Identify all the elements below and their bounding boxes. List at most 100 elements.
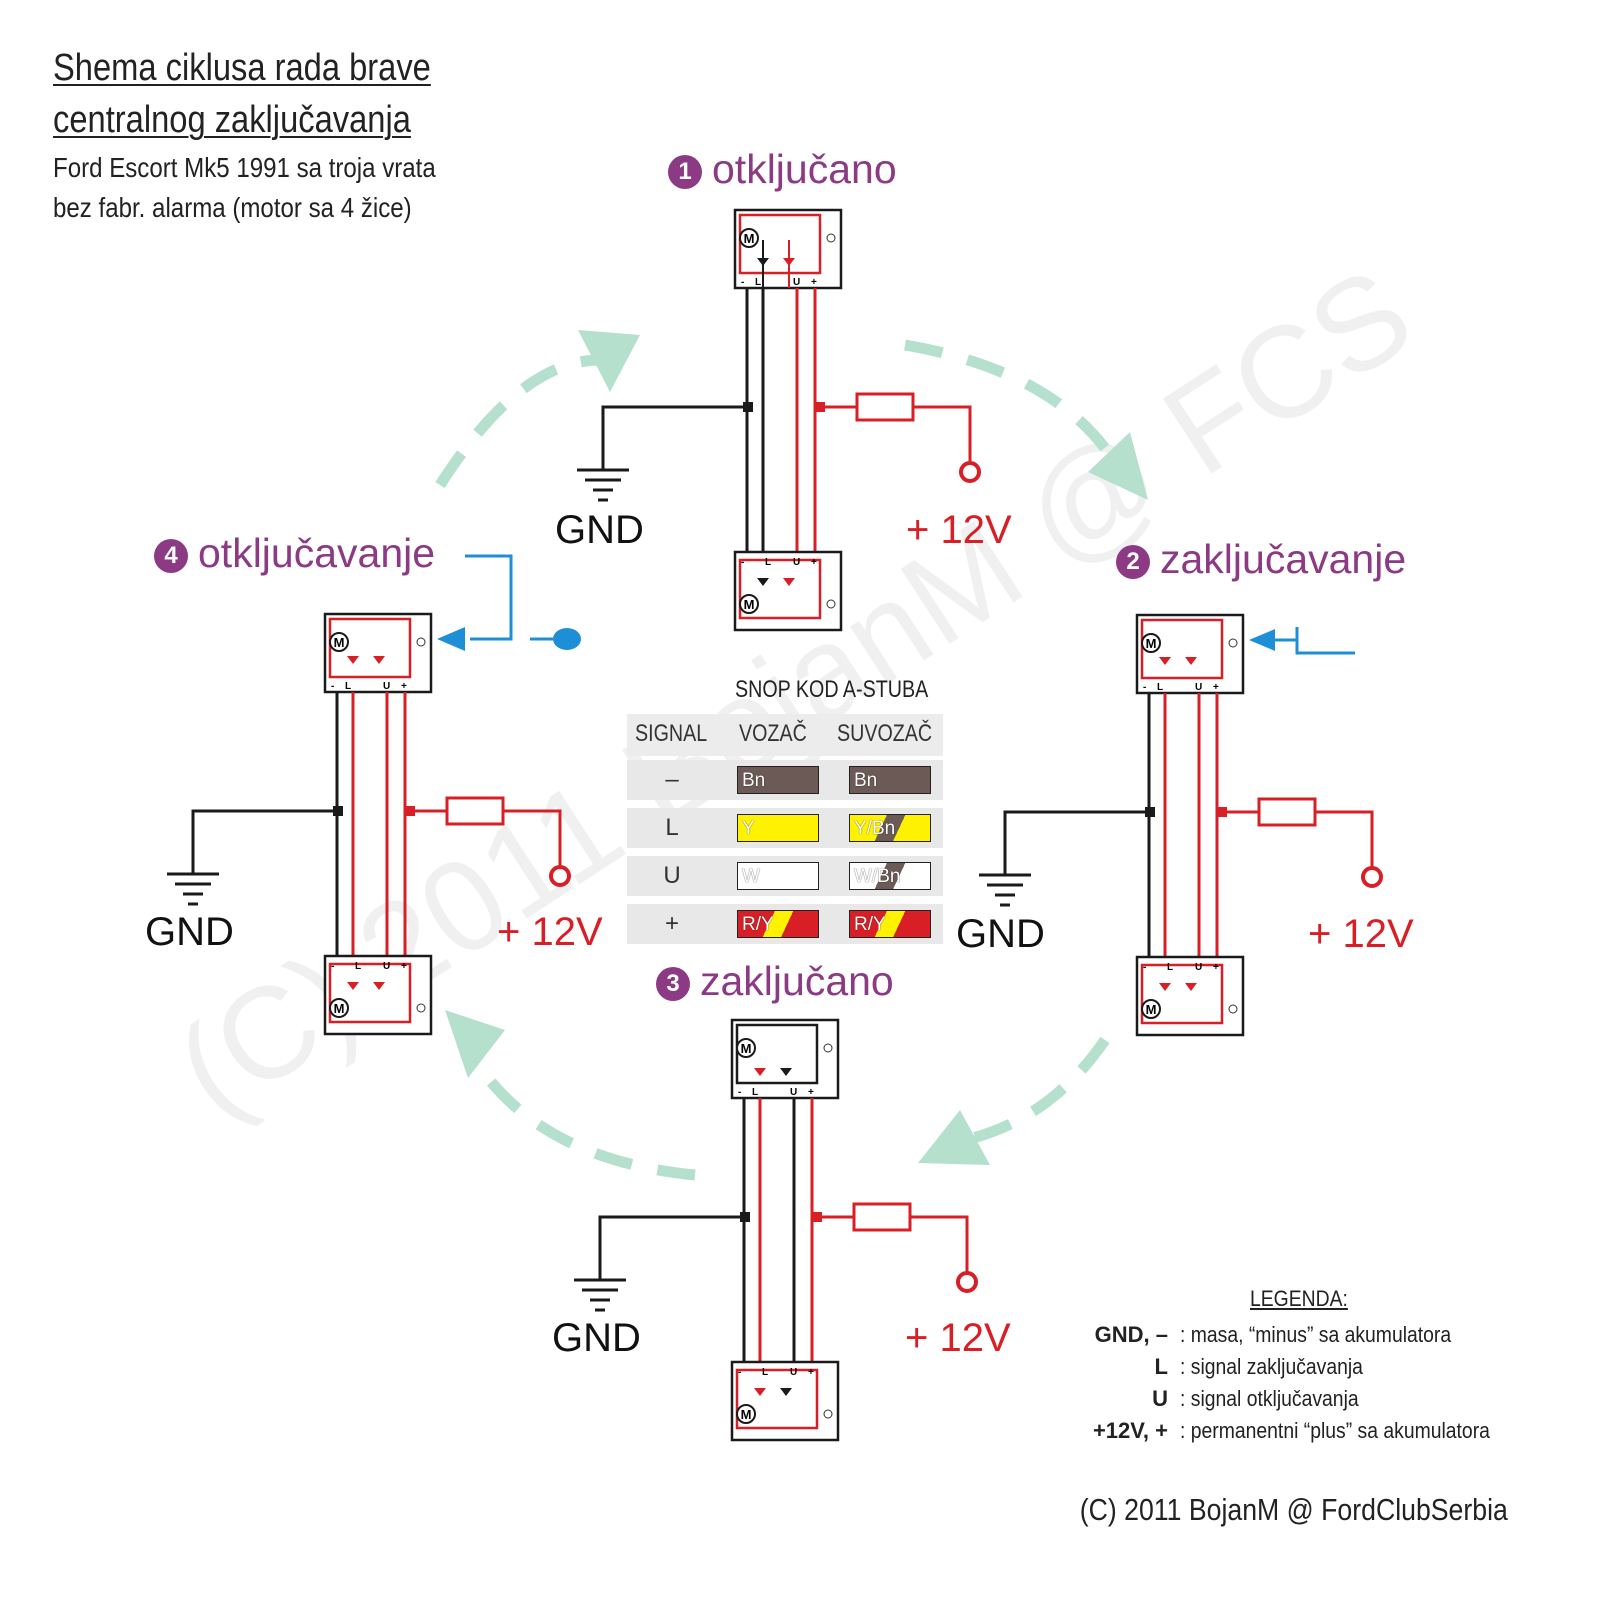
svg-text:M: M: [1146, 1002, 1157, 1017]
legend-item: U : signal otključavanja: [1068, 1386, 1383, 1412]
gnd-label-3: GND: [552, 1316, 641, 1360]
svg-text:L: L: [345, 681, 351, 692]
title-line-2: centralnog zaključavanja: [53, 99, 411, 141]
plus-label-2: + 12V: [1308, 912, 1414, 956]
subtitle-line-1: Ford Escort Mk5 1991 sa troja vrata: [53, 152, 436, 183]
svg-text:L: L: [355, 961, 361, 972]
passenger-wire-color: R/Y: [849, 910, 931, 938]
svg-text:M: M: [741, 1041, 752, 1056]
unit-3: M - L U + M - L U +: [574, 1018, 978, 1442]
stage-4-number: 4: [154, 539, 188, 573]
svg-text:M: M: [334, 635, 345, 650]
harness-header: SIGNAL VOZAČ SUVOZAČ: [627, 714, 943, 756]
stage-1-number: 1: [668, 155, 702, 189]
svg-text:+: +: [1213, 962, 1219, 973]
stage-4-label: 4 otključavanje: [154, 530, 435, 577]
title-line-1: Shema ciklusa rada brave: [53, 47, 431, 89]
stage-3-number: 3: [656, 967, 690, 1001]
svg-text:M: M: [334, 1001, 345, 1016]
svg-text:U: U: [793, 277, 800, 288]
svg-text:U: U: [1195, 682, 1202, 693]
table-row: U W W/Bn: [627, 856, 943, 896]
legend-value: : signal otključavanja: [1180, 1386, 1359, 1411]
driver-wire-color: W: [737, 862, 819, 890]
diagram-subtitle: Ford Escort Mk5 1991 sa troja vrata bez …: [53, 148, 436, 228]
plus-label-1: + 12V: [906, 508, 1012, 552]
svg-text:U: U: [793, 557, 800, 568]
svg-text:+: +: [401, 681, 407, 692]
svg-text:-: -: [738, 1367, 741, 1378]
table-row: + R/Y R/Y: [627, 904, 943, 944]
svg-text:L: L: [752, 1087, 758, 1098]
svg-text:+: +: [808, 1087, 814, 1098]
header-passenger: SUVOZAČ: [837, 720, 933, 747]
legend-key: +12V, +: [1092, 1418, 1168, 1443]
header-signal: SIGNAL: [635, 720, 708, 747]
svg-text:U: U: [383, 681, 390, 692]
svg-text:U: U: [790, 1087, 797, 1098]
svg-text:-: -: [1143, 682, 1146, 693]
svg-text:+: +: [811, 557, 817, 568]
row-signal: L: [665, 814, 679, 841]
legend-title: LEGENDA:: [1250, 1286, 1348, 1311]
passenger-wire-color: Y/Bn: [849, 814, 931, 842]
svg-text:-: -: [738, 1087, 741, 1098]
svg-text:-: -: [331, 681, 334, 692]
legend-value: : signal zaključavanja: [1180, 1354, 1363, 1379]
svg-text:M: M: [741, 1407, 752, 1422]
svg-text:L: L: [765, 557, 771, 568]
legend-key: L: [1154, 1354, 1168, 1379]
svg-text:U: U: [1195, 962, 1202, 973]
plus-label-4: + 12V: [497, 910, 603, 954]
stage-2-number: 2: [1116, 545, 1150, 579]
passenger-wire-color: W/Bn: [849, 862, 931, 890]
driver-wire-color: Y: [737, 814, 819, 842]
svg-text:+: +: [1213, 682, 1219, 693]
stage-1-label: 1 otključano: [668, 146, 897, 193]
svg-text:+: +: [401, 961, 407, 972]
svg-text:-: -: [741, 557, 744, 568]
svg-text:U: U: [383, 961, 390, 972]
diagram-title: Shema ciklusa rada brave centralnog zakl…: [53, 42, 431, 146]
svg-text:-: -: [331, 961, 334, 972]
svg-text:M: M: [1146, 636, 1157, 651]
passenger-wire-color: Bn: [849, 766, 931, 794]
svg-text:U: U: [790, 1367, 797, 1378]
legend-value: : permanentni “plus” sa akumulatora: [1180, 1418, 1490, 1443]
legend-item: L : signal zaključavanja: [1068, 1354, 1388, 1380]
driver-wire-color: R/Y: [737, 910, 819, 938]
svg-text:+: +: [808, 1367, 814, 1378]
gnd-label-2: GND: [956, 912, 1045, 956]
stage-4-text: otključavanje: [198, 530, 436, 576]
unit-1: M - L U + M - L U +: [577, 208, 981, 632]
harness-caption: SNOP KOD A-STUBA: [735, 676, 929, 703]
legend-item: GND, – : masa, “minus” sa akumulatora: [1068, 1322, 1488, 1348]
svg-text:L: L: [1167, 962, 1173, 973]
svg-text:L: L: [1157, 682, 1163, 693]
header-driver: VOZAČ: [739, 720, 807, 747]
legend-key: GND, –: [1094, 1322, 1168, 1347]
unit-2: M - L U + M - L U +: [979, 613, 1383, 1037]
row-signal: U: [663, 862, 681, 889]
gnd-label-4: GND: [145, 910, 234, 954]
svg-text:M: M: [744, 231, 755, 246]
row-signal: +: [664, 910, 679, 937]
subtitle-line-2: bez fabr. alarma (motor sa 4 žice): [53, 192, 412, 223]
legend-value: : masa, “minus” sa akumulatora: [1180, 1322, 1452, 1347]
svg-text:-: -: [741, 277, 744, 288]
stage-1-text: otključano: [712, 146, 897, 192]
svg-text:+: +: [811, 277, 817, 288]
legend-item: +12V, + : permanentni “plus” sa akumulato…: [1068, 1418, 1532, 1444]
copyright-text: (C) 2011 BojanM @ FordClubSerbia: [1079, 1492, 1508, 1527]
table-row: L Y Y/Bn: [627, 808, 943, 848]
stage-3-label: 3 zaključano: [656, 958, 894, 1005]
plus-label-3: + 12V: [905, 1316, 1011, 1360]
gnd-label-1: GND: [555, 508, 644, 552]
svg-text:-: -: [1143, 962, 1146, 973]
table-row: – Bn Bn: [627, 760, 943, 800]
stage-3-text: zaključano: [700, 958, 894, 1004]
legend-key: U: [1152, 1386, 1168, 1411]
unit-4: M - L U + M - L U +: [167, 554, 581, 1036]
